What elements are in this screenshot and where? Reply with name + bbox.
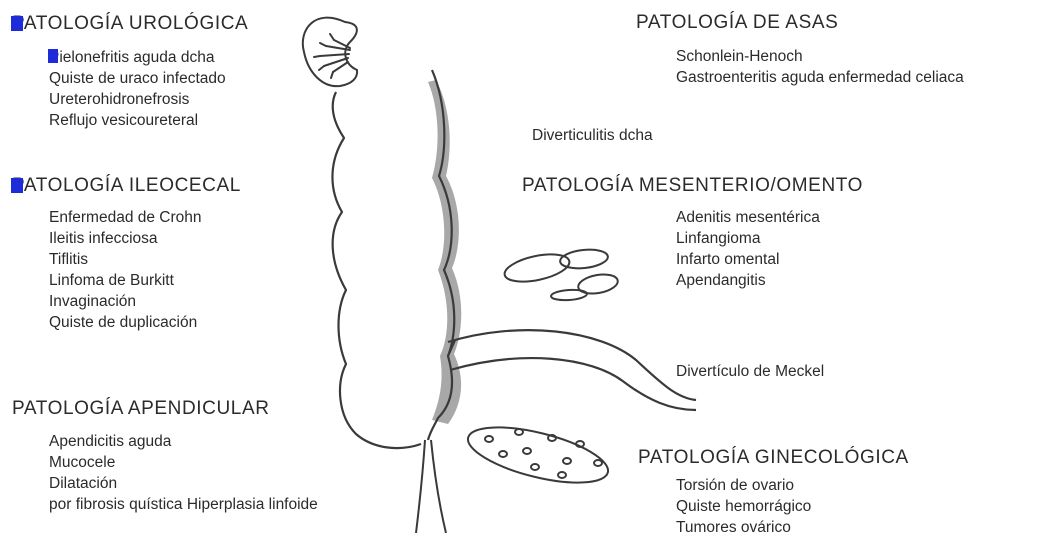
item-list-apendicular: Apendicitis aguda Mucocele Dilatación po…: [49, 431, 318, 515]
section-title-asas: PATOLOGÍA DE ASAS: [636, 12, 964, 34]
list-item: Invaginación: [49, 291, 241, 312]
label-diverticulitis: Diverticulitis dcha: [532, 125, 653, 146]
colon-outline: [332, 70, 455, 448]
list-item: Torsión de ovario: [676, 475, 909, 496]
list-item: Adenitis mesentérica: [676, 207, 863, 228]
label-meckel: Divertículo de Meckel: [676, 361, 824, 382]
section-urologica: PATOLOGÍA UROLÓGICA Pielonefritis aguda …: [12, 13, 248, 131]
section-title-mesenterio: PATOLOGÍA MESENTERIO/OMENTO: [522, 175, 863, 197]
item-list-ginecologica: Torsión de ovario Quiste hemorrágico Tum…: [676, 475, 909, 538]
section-apendicular: PATOLOGÍA APENDICULAR Apendicitis aguda …: [12, 398, 318, 515]
list-item: Linfangioma: [676, 228, 863, 249]
section-title-ginecologica: PATOLOGÍA GINECOLÓGICA: [638, 447, 909, 469]
section-ginecologica: PATOLOGÍA GINECOLÓGICA Torsión de ovario…: [638, 447, 909, 538]
list-item: Linfoma de Burkitt: [49, 270, 241, 291]
list-item: Quiste hemorrágico: [676, 496, 909, 517]
list-item: Apendicitis aguda: [49, 431, 318, 452]
list-item: Apendangitis: [676, 270, 863, 291]
list-item: por fibrosis quística Hiperplasia linfoi…: [49, 494, 318, 515]
list-item: Ileitis infecciosa: [49, 228, 241, 249]
kidney-icon: [303, 18, 357, 87]
list-item: Quiste de uraco infectado: [49, 68, 248, 89]
list-item: Ureterohidronefrosis: [49, 89, 248, 110]
ovary-icon: [463, 416, 613, 494]
section-asas: PATOLOGÍA DE ASAS Schonlein-Henoch Gastr…: [636, 12, 964, 88]
section-title-urologica: PATOLOGÍA UROLÓGICA: [12, 13, 248, 35]
list-item: Enfermedad de Crohn: [49, 207, 241, 228]
list-item: Tumores ovárico: [676, 517, 909, 538]
section-title-ileocecal: PATOLOGÍA ILEOCECAL: [12, 175, 241, 197]
section-ileocecal: PATOLOGÍA ILEOCECAL Enfermedad de Crohn …: [12, 175, 241, 333]
item-list-mesenterio: Adenitis mesentérica Linfangioma Infarto…: [676, 207, 863, 291]
list-item: Mucocele: [49, 452, 318, 473]
section-title-apendicular: PATOLOGÍA APENDICULAR: [12, 398, 318, 420]
list-item: Quiste de duplicación: [49, 312, 241, 333]
item-list-urologica: Pielonefritis aguda dcha Quiste de uraco…: [49, 47, 248, 131]
appendix-outline: [416, 440, 446, 533]
item-list-ileocecal: Enfermedad de Crohn Ileitis infecciosa T…: [49, 207, 241, 333]
list-item: Pielonefritis aguda dcha: [49, 47, 248, 68]
list-item: Gastroenteritis aguda enfermedad celiaca: [676, 67, 964, 88]
list-item: Tiflitis: [49, 249, 241, 270]
item-list-asas: Schonlein-Henoch Gastroenteritis aguda e…: [676, 46, 964, 88]
list-item: Reflujo vesicoureteral: [49, 110, 248, 131]
section-mesenterio: PATOLOGÍA MESENTERIO/OMENTO Adenitis mes…: [522, 175, 863, 291]
list-item: Schonlein-Henoch: [676, 46, 964, 67]
ileum-outline: [448, 330, 696, 410]
list-item: Infarto omental: [676, 249, 863, 270]
list-item: Dilatación: [49, 473, 318, 494]
